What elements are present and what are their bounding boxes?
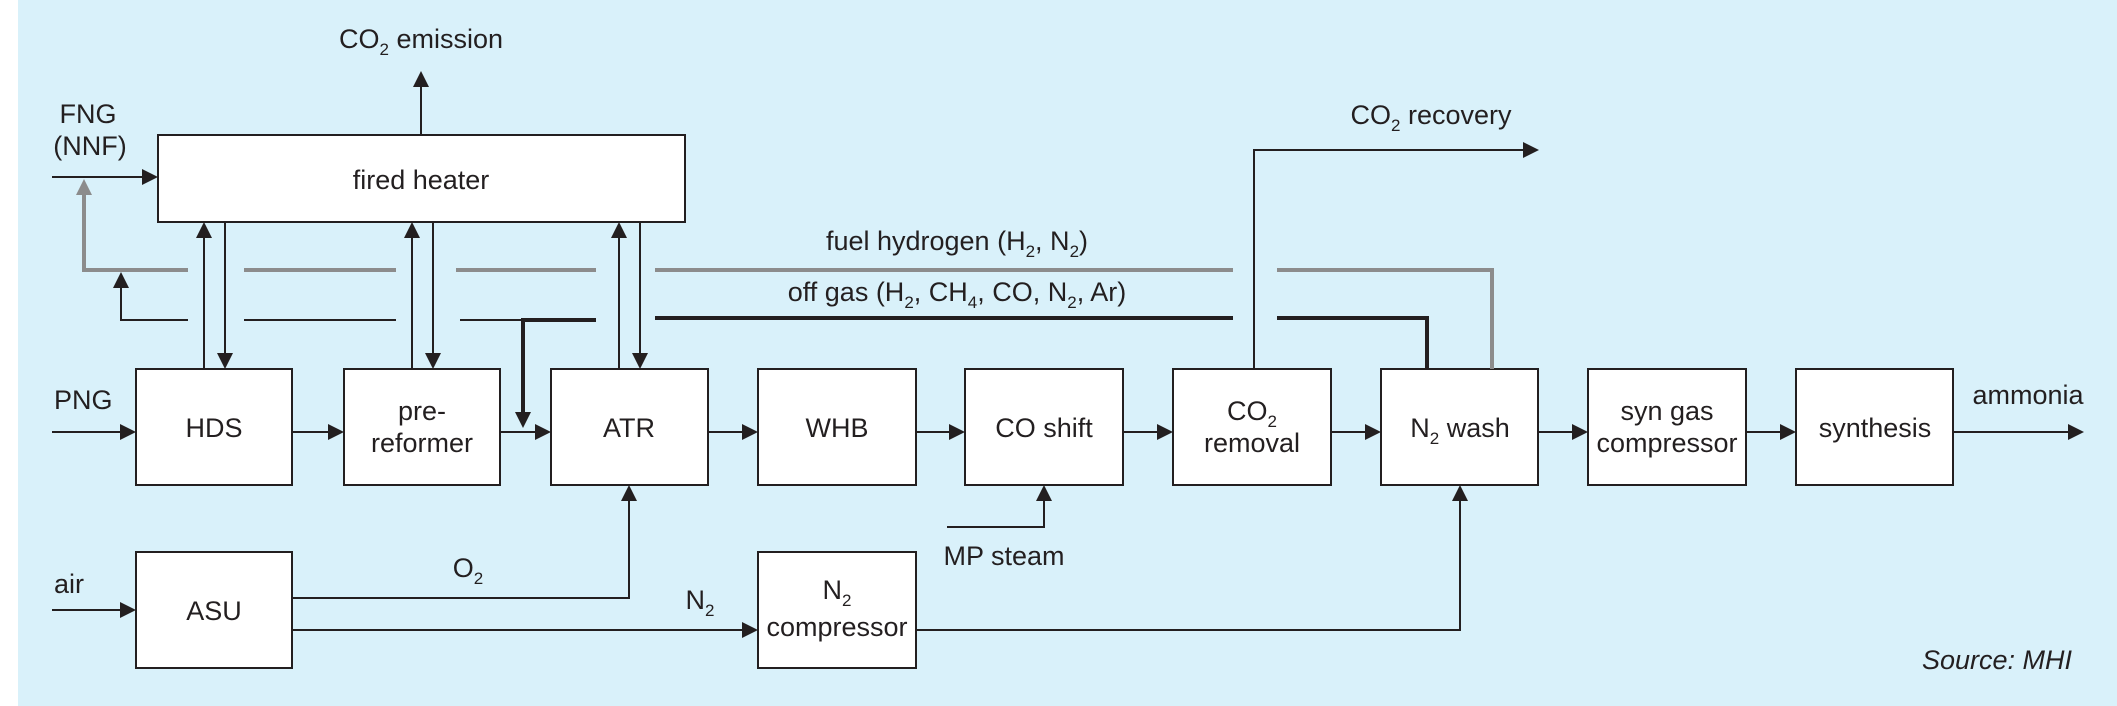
png-label: PNG [54,385,113,415]
off-gas-label: off gas (H2, CH4, CO, N2, Ar) [788,277,1127,312]
ammonia-label: ammonia [1972,380,2084,410]
whb-label: WHB [806,413,869,443]
pre-reformer-label-line1: pre- [398,396,446,426]
asu-label: ASU [186,596,242,626]
n2-label: N2 [686,585,715,620]
co2-recovery-line [1253,142,1539,369]
pre-reformer-label-line2: reformer [371,428,473,458]
air-label: air [54,569,84,599]
synthesis-block: synthesis [1795,368,1954,486]
diagram-background [18,0,2117,706]
n2-compressor-block: N2 compressor [757,551,917,669]
mp-steam-label: MP steam [943,541,1064,571]
air-separation-lines [52,485,1468,638]
fng-label-line1: FNG [60,99,117,129]
o2-label: O2 [453,553,483,588]
atr-label: ATR [603,413,655,443]
asu-block: ASU [135,551,293,669]
n2-compressor-label-line1: N2 [823,575,852,610]
syn-gas-label-line2: compressor [1596,428,1737,458]
n2-wash-label: N2 wash [1410,413,1510,448]
co2-removal-block: CO2 removal [1172,368,1332,486]
off-gas-line [113,272,1429,428]
n2-compressor-label-line2: compressor [766,612,907,642]
co2-emission-label: CO2 emission [339,24,503,59]
main-flow-arrows [52,424,2084,440]
whb-block: WHB [757,368,917,486]
co2-removal-label-line1: CO2 [1227,396,1277,431]
pre-reformer-block: pre- reformer [343,368,501,486]
fired-heater-label: fired heater [353,165,490,195]
hds-block: HDS [135,368,293,486]
source-credit: Source: MHI [1922,645,2073,675]
co-shift-block: CO shift [964,368,1124,486]
n2-wash-block: N2 wash [1380,368,1539,486]
fng-label-line2: (NNF) [53,131,126,161]
fuel-hydrogen-label: fuel hydrogen (H2, N2) [826,226,1088,261]
synthesis-label: synthesis [1819,413,1932,443]
co2-recovery-label: CO2 recovery [1350,100,1512,135]
fuel-hydrogen-line [76,179,1494,369]
fired-heater-connections [52,71,648,369]
hds-label: HDS [185,413,242,443]
co2-removal-label-line2: removal [1204,428,1300,458]
syn-gas-compressor-block: syn gas compressor [1587,368,1747,486]
fired-heater-block: fired heater [157,134,686,223]
co-shift-label: CO shift [995,413,1093,443]
syn-gas-label-line1: syn gas [1620,396,1713,426]
atr-block: ATR [550,368,709,486]
